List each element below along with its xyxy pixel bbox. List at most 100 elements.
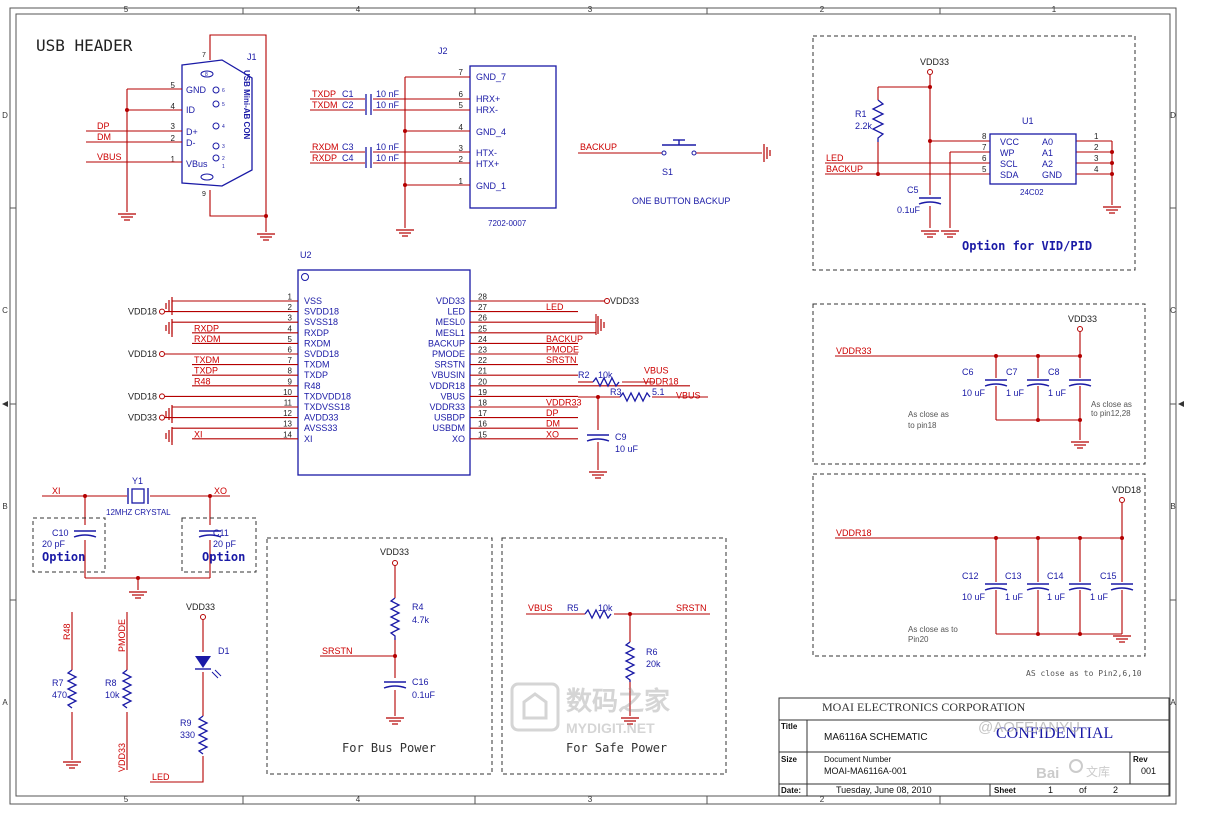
svg-text:R6: R6 (646, 647, 658, 657)
safe-power-box (501, 537, 727, 775)
svg-text:Option: Option (202, 550, 245, 564)
svg-text:10k: 10k (598, 603, 613, 613)
vddr18-note: AS close as to Pin2,6,10 (1026, 669, 1142, 678)
svg-text:HTX-: HTX- (476, 148, 497, 158)
j1-pin-name: VBus (186, 159, 208, 169)
svg-text:C5: C5 (907, 185, 919, 195)
j1-pin-name: D- (186, 138, 196, 148)
document-number: MOAI-MA6116A-001 (824, 766, 907, 776)
svg-text:10 uF: 10 uF (962, 388, 986, 398)
confidential-stamp: CONFIDENTIAL (996, 725, 1113, 742)
svg-text:2: 2 (1113, 785, 1118, 795)
svg-text:1: 1 (222, 164, 225, 170)
col-label-top: 4 (356, 5, 361, 14)
svg-text:RXDM: RXDM (312, 142, 339, 152)
s1-section: BACKUP S1 ONE BUTTON BACKUP (578, 139, 771, 206)
svg-text:5: 5 (222, 102, 225, 108)
u2-pin-number: 16 (478, 420, 487, 429)
net-label: LED (546, 302, 564, 312)
u2-pin-name: USBDM (432, 423, 465, 433)
j1-pin-name: D+ (186, 127, 198, 137)
u2-pin-name: AVSS33 (304, 423, 337, 433)
row-label-left: D (2, 111, 8, 120)
u2-pin-name: AVDD33 (304, 413, 338, 423)
u2-pin-number: 23 (478, 346, 487, 355)
svg-text:5: 5 (459, 101, 464, 110)
svg-text:Sheet: Sheet (994, 786, 1016, 795)
net-label: XI (52, 486, 61, 496)
frame-row-labels: D C B A D C B A (2, 111, 1176, 707)
row-label-right: D (1170, 111, 1176, 120)
safe-power-section: VBUS R5 10k SRSTN R6 20k For Safe Power (501, 537, 727, 775)
u2-pin-number: 5 (288, 335, 293, 344)
u2-pin-name: SVDD18 (304, 349, 339, 359)
net-label: VBUS (676, 390, 701, 400)
net-label: XI (194, 429, 203, 439)
u2-pin-name: XI (304, 434, 313, 444)
j2-ref: J2 (438, 46, 448, 56)
j1-wires (86, 34, 267, 232)
j2-wires (310, 76, 470, 228)
svg-text:VDD33: VDD33 (610, 296, 639, 306)
svg-text:1 uF: 1 uF (1005, 592, 1024, 602)
j1-pin-name: GND (186, 85, 207, 95)
u2-pin-name: VBUS (440, 391, 465, 401)
j2-pin-numbers: 7 6 5 4 3 2 1 (459, 68, 464, 186)
u1-body (989, 133, 1077, 185)
svg-text:GND: GND (1042, 170, 1063, 180)
svg-text:SDA: SDA (1000, 170, 1019, 180)
frame-column-labels: 5 4 3 2 1 5 4 3 2 (124, 5, 1057, 804)
u1-eeprom-section: VDD33 R1 2.2 (812, 35, 1136, 271)
svg-text:1 uF: 1 uF (1047, 592, 1066, 602)
svg-text:4.7k: 4.7k (412, 615, 430, 625)
svg-text:1: 1 (1048, 785, 1053, 795)
svg-text:文库: 文库 (1086, 764, 1110, 779)
row-label-left: B (2, 502, 7, 511)
svg-text:VDD33: VDD33 (380, 547, 409, 557)
row-label-left: C (2, 306, 8, 315)
svg-text:6: 6 (459, 90, 464, 99)
u2-pin-number: 22 (478, 356, 487, 365)
u2-pin-name: MESL1 (435, 328, 465, 338)
safe-power-caption: For Safe Power (566, 741, 667, 755)
bus-power-section: VDD33 R4 4.7k SRSTN C16 0.1uF For Bus Po… (266, 537, 493, 775)
drawing-frame (2, 7, 1184, 805)
net-label: DP (546, 408, 559, 418)
svg-text:数码之家: 数码之家 (566, 686, 670, 716)
u2-pin-name: SRSTN (434, 360, 465, 370)
u2-pin-name: LED (447, 307, 465, 317)
u2-pin-name: VSS (304, 296, 322, 306)
vddr18-box (812, 473, 1146, 657)
svg-text:2: 2 (171, 134, 176, 143)
svg-text:6: 6 (222, 88, 225, 94)
u1-option-caption: Option for VID/PID (962, 239, 1092, 253)
svg-text:10k: 10k (598, 370, 613, 380)
power-label: VDD18 (128, 307, 157, 317)
col-label-bottom: 4 (356, 795, 361, 804)
j1-ref: J1 (247, 52, 257, 62)
s1-caption: ONE BUTTON BACKUP (632, 196, 730, 206)
net-label: VBUS (97, 152, 122, 162)
crystal-section: XI XO Y1 12MHZ CRYSTAL C10 20 pF Option … (32, 476, 257, 599)
svg-text:2.2k: 2.2k (855, 121, 873, 131)
col-label-bottom: 3 (588, 795, 593, 804)
j1-connector: USB Mini-AB CON (181, 59, 253, 187)
j1-pin-numbers: 5 4 3 2 1 (171, 81, 176, 164)
power-label: VDD33 (1068, 314, 1097, 324)
svg-text:VDD33: VDD33 (186, 602, 215, 612)
s1-ref: S1 (662, 167, 673, 177)
svg-text:0.1uF: 0.1uF (412, 690, 436, 700)
col-label-bottom: 5 (124, 795, 129, 804)
svg-text:R8: R8 (105, 678, 117, 688)
u2-pin-name: VBUSIN (431, 370, 465, 380)
svg-text:As close as: As close as (908, 410, 949, 419)
svg-text:10 nF: 10 nF (376, 100, 400, 110)
